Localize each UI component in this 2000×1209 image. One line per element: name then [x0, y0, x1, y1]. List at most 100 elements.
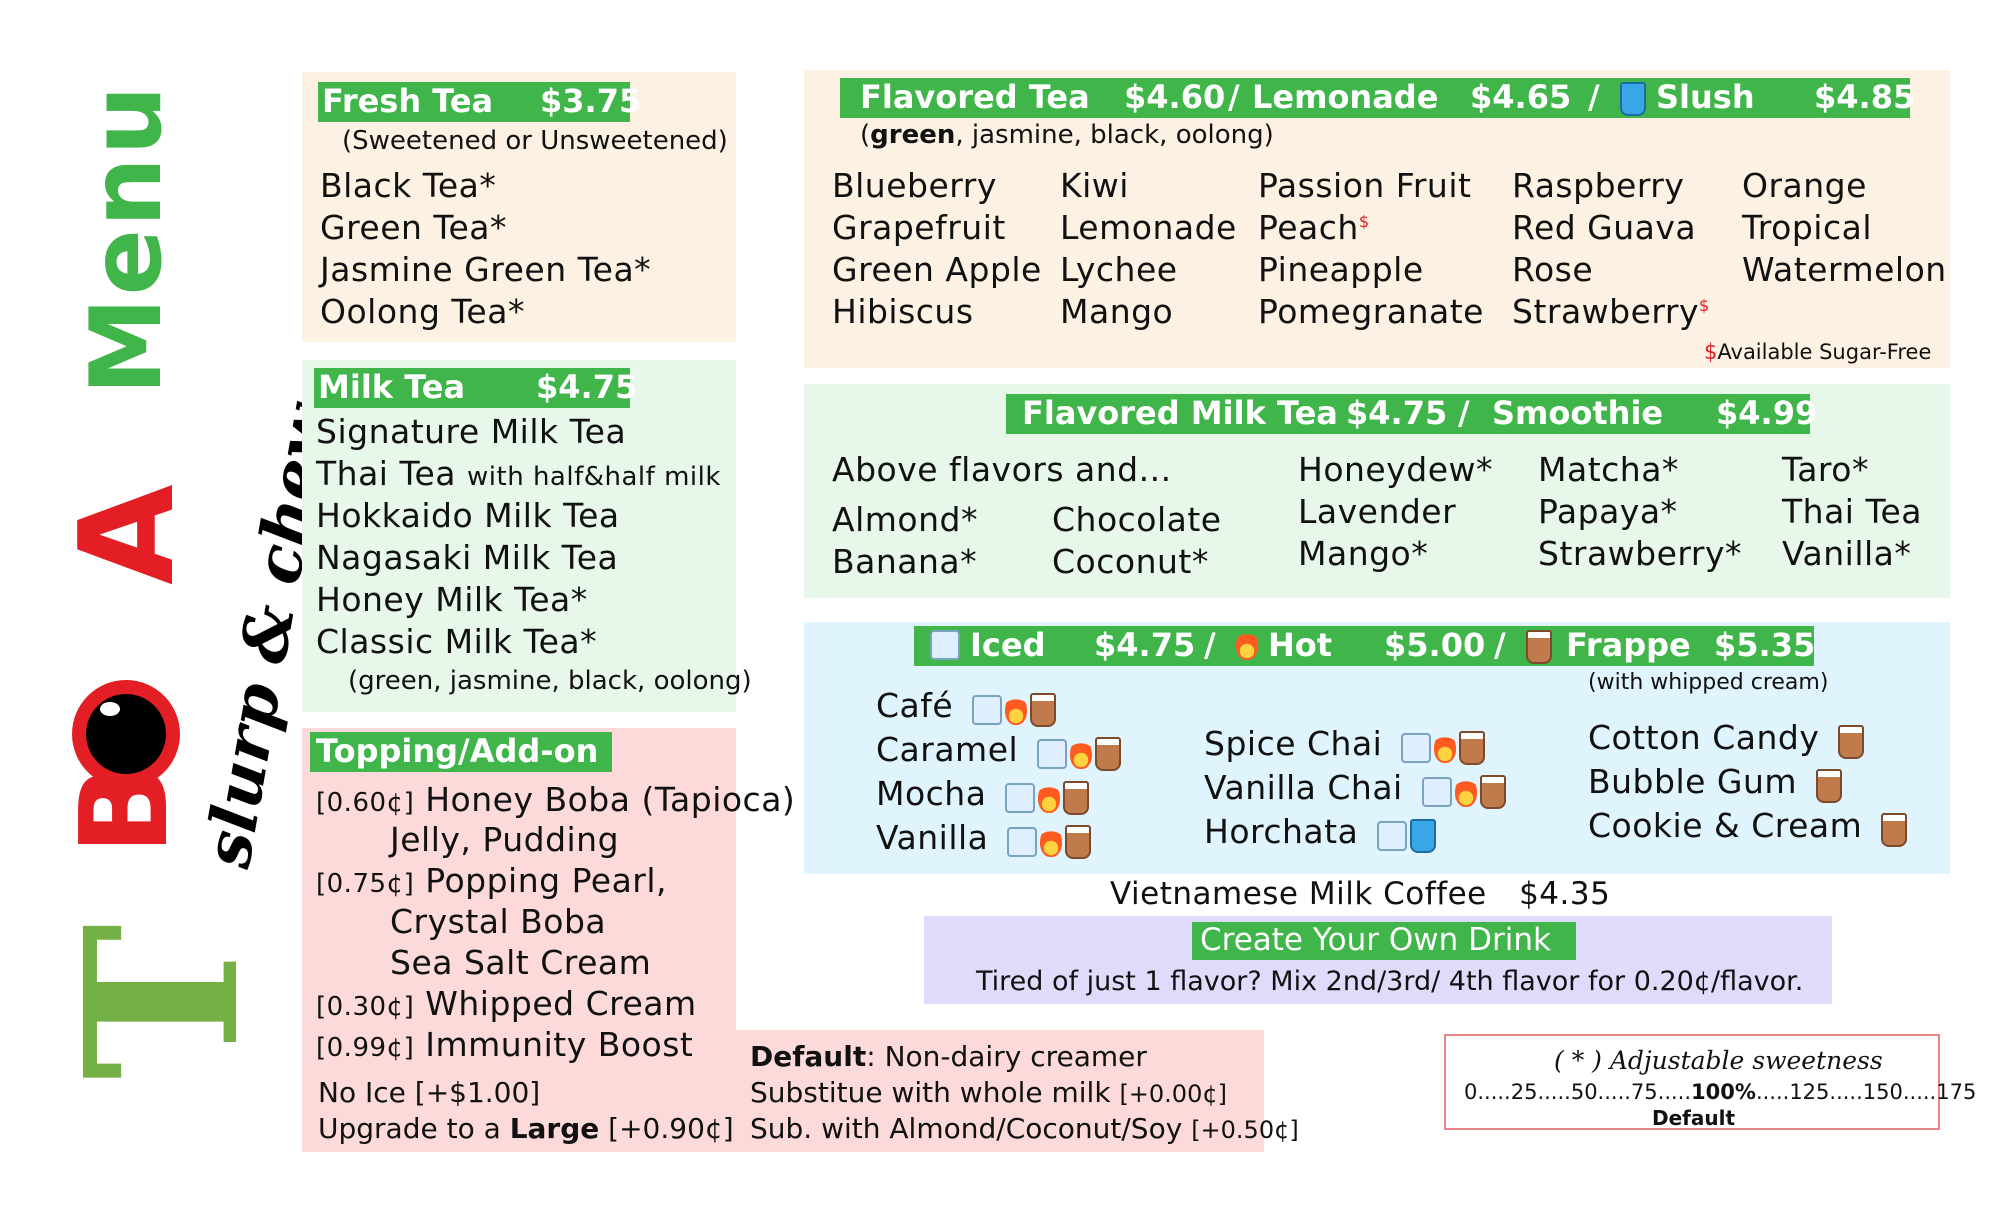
list-item: Lemonade	[1060, 208, 1237, 247]
list-item: Orange	[1742, 166, 1867, 205]
list-item: Banana*	[832, 542, 978, 581]
list-item: Mango*	[1298, 534, 1429, 573]
frappe-cup-icon	[1095, 736, 1122, 771]
list-item: Hibiscus	[832, 292, 974, 331]
list-item: Green Apple	[832, 250, 1042, 289]
list-item: Cookie & Cream	[1588, 806, 1910, 847]
toppings-header: Topping/Add-on	[310, 732, 612, 772]
coffee-header: Iced $4.75 / Hot $5.00 / Frappe $5.35	[914, 626, 1815, 666]
list-item: Almond*	[832, 500, 978, 539]
list-item: Matcha*	[1538, 450, 1679, 489]
list-item: [0.30¢] Whipped Cream	[316, 984, 697, 1023]
list-item: Hokkaido Milk Tea	[316, 496, 620, 535]
create-drink-text: Tired of just 1 flavor? Mix 2nd/3rd/ 4th…	[976, 966, 1804, 997]
frappe-cup-icon	[1479, 774, 1506, 809]
ice-icon	[1005, 782, 1036, 813]
fire-icon	[1038, 782, 1061, 813]
frappe-cup-icon	[1816, 768, 1843, 803]
logo-menu: Menu	[70, 83, 184, 395]
list-item: Passion Fruit	[1258, 166, 1472, 205]
list-item: Coconut*	[1052, 542, 1209, 581]
list-item: Caramel	[876, 730, 1124, 771]
fresh-tea-panel: Fresh Tea $3.75 (Sweetened or Unsweetene…	[302, 72, 736, 342]
flavored-milk-tea-panel: Flavored Milk Tea $4.75 / Smoothie $4.99…	[804, 384, 1950, 598]
milk-tea-header: Milk Tea $4.75	[314, 368, 637, 408]
upgrade-option: Upgrade to a Large [+0.90¢]	[318, 1112, 734, 1145]
list-item: Pineapple	[1258, 250, 1424, 289]
list-item: Chocolate	[1052, 500, 1222, 539]
flavored-milk-tea-header: Flavored Milk Tea $4.75 / Smoothie $4.99	[1006, 394, 1817, 434]
fire-icon	[1005, 694, 1028, 725]
sweetness-title: ( * ) Adjustable sweetness	[1554, 1046, 1883, 1075]
default-creamer: Default: Non-dairy creamer	[750, 1040, 1147, 1073]
list-item: Raspberry	[1512, 166, 1685, 205]
coffee-panel: Iced $4.75 / Hot $5.00 / Frappe $5.35 (w…	[804, 622, 1950, 874]
thai-tea-note: with half&half milk	[467, 462, 721, 492]
list-item: Watermelon	[1742, 250, 1947, 289]
list-item: [0.60¢] Honey Boba (Tapioca)	[316, 780, 796, 819]
list-item: Honeydew*	[1298, 450, 1493, 489]
list-item: Pomegranate	[1258, 292, 1484, 331]
list-item: Grapefruit	[832, 208, 1006, 247]
list-item: Sea Salt Cream	[390, 943, 652, 982]
sugar-free-icon: $	[1358, 212, 1370, 231]
list-item: [0.99¢] Immunity Boost	[316, 1025, 694, 1064]
sugar-free-note: $Available Sugar-Free	[1704, 340, 1932, 364]
list-item: Tropical	[1742, 208, 1872, 247]
flavored-tea-header: Flavored Tea $4.60 / Lemonade $4.65 / Sl…	[840, 78, 1915, 118]
ice-icon	[1007, 826, 1038, 857]
list-item: Red Guava	[1512, 208, 1697, 247]
list-item: Horchata	[1204, 812, 1439, 853]
fresh-tea-header: Fresh Tea $3.75	[318, 82, 641, 122]
milk-tea-note: (green, jasmine, black, oolong)	[348, 666, 752, 696]
list-item: Lavender	[1298, 492, 1457, 531]
ice-icon	[1401, 732, 1432, 763]
frappe-cup-icon	[1063, 780, 1090, 815]
list-item: Signature Milk Tea	[316, 412, 627, 451]
list-item: Lychee	[1060, 250, 1178, 289]
ice-icon	[1037, 738, 1068, 769]
frappe-cup-icon	[1838, 724, 1865, 759]
list-item: Blueberry	[832, 166, 997, 205]
list-item: Strawberry$	[1512, 292, 1710, 331]
frappe-cup-icon	[1459, 730, 1486, 765]
ice-icon	[972, 694, 1003, 725]
list-item: Jasmine Green Tea*	[320, 250, 652, 289]
list-item: Mango	[1060, 292, 1174, 331]
sweetness-panel: ( * ) Adjustable sweetness 0.....25.....…	[1444, 1034, 1976, 1130]
list-item: [0.75¢] Popping Pearl,	[316, 861, 668, 900]
vietnamese-coffee: Vietnamese Milk Coffee $4.35	[1110, 876, 1611, 912]
logo-letter-a: A	[51, 484, 203, 585]
list-item: Green Tea*	[320, 208, 507, 247]
list-item: Papaya*	[1538, 492, 1678, 531]
fire-icon	[1434, 732, 1457, 763]
slush-icon	[1410, 818, 1437, 853]
list-item: Nagasaki Milk Tea	[316, 538, 619, 577]
frappe-cup-icon	[1881, 812, 1908, 847]
fire-icon	[1454, 776, 1477, 807]
list-item: Bubble Gum	[1588, 762, 1845, 803]
list-item: Black Tea*	[320, 166, 497, 205]
whole-milk-option: Substitue with whole milk [+0.00¢]	[750, 1076, 1227, 1109]
list-item: Peach$	[1258, 208, 1370, 247]
list-item: Vanilla	[876, 818, 1094, 859]
list-item: Rose	[1512, 250, 1594, 289]
frappe-cup-icon	[1030, 692, 1057, 727]
list-item: Spice Chai	[1204, 724, 1488, 765]
list-item: Cotton Candy	[1588, 718, 1867, 759]
list-item: Vanilla*	[1782, 534, 1912, 573]
create-drink-header: Create Your Own Drink	[1192, 922, 1576, 960]
fire-icon	[1040, 826, 1063, 857]
toppings-panel	[302, 728, 736, 1152]
frappe-cup-icon	[1065, 824, 1092, 859]
list-item: Thai Tea with half&half milk	[316, 454, 721, 493]
ice-icon	[1377, 820, 1408, 851]
milk-tea-panel: Milk Tea $4.75 Signature Milk Tea Thai T…	[302, 360, 752, 712]
flavored-tea-panel: Flavored Tea $4.60 / Lemonade $4.65 / Sl…	[804, 70, 1950, 368]
sweetness-default: Default	[1652, 1106, 1736, 1130]
list-item: Kiwi	[1060, 166, 1129, 205]
flavored-tea-subtitle: (green, jasmine, black, oolong)	[860, 120, 1274, 150]
logo-boba-icon	[72, 680, 180, 788]
list-item: Oolong Tea*	[320, 292, 525, 331]
list-item: Café	[876, 686, 1059, 727]
